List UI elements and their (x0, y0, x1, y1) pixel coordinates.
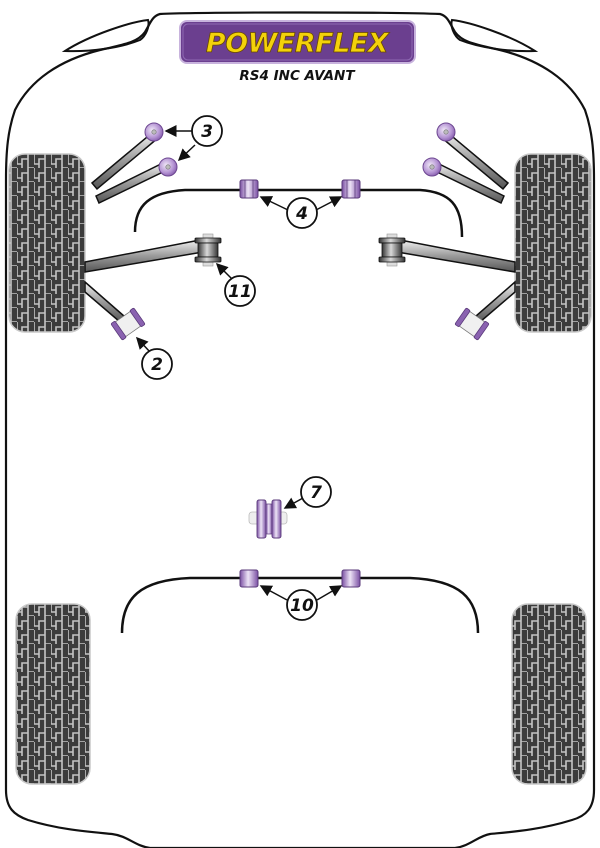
front-right-tyre (514, 153, 592, 333)
bush-4-left[interactable] (239, 179, 259, 199)
bush-7-mount[interactable] (248, 499, 288, 539)
logo-text: POWERFLEX (206, 28, 390, 59)
bush-3-lower-left[interactable] (158, 157, 178, 177)
svg-text:2: 2 (151, 355, 163, 375)
callout-3[interactable]: 3 (164, 115, 223, 162)
rear-right-tyre (511, 603, 587, 785)
bush-11-left[interactable] (194, 233, 222, 267)
bush-4-right[interactable] (341, 179, 361, 199)
callout-2[interactable]: 2 (135, 336, 173, 380)
callout-11[interactable]: 11 (215, 262, 256, 307)
model-title: RS4 INC AVANT (239, 68, 356, 84)
bush-2-left[interactable] (110, 307, 146, 341)
front-left-tyre (8, 153, 86, 333)
left-mirror (61, 18, 150, 53)
callout-10[interactable]: 10 (259, 585, 343, 621)
bush-11-right[interactable] (378, 233, 406, 267)
rear-anti-roll-bar (120, 576, 480, 634)
bush-2-right[interactable] (454, 307, 490, 341)
front-left-lower-arm (84, 239, 204, 273)
powerflex-logo: POWERFLEX (179, 20, 416, 64)
right-mirror (450, 18, 539, 53)
front-right-upper-arms (429, 130, 510, 205)
svg-text:7: 7 (310, 483, 322, 503)
bush-10-left[interactable] (239, 569, 259, 588)
rear-left-tyre (15, 603, 91, 785)
front-right-lower-arm (396, 239, 516, 273)
svg-text:4: 4 (295, 204, 308, 224)
car-body-outline (4, 11, 596, 848)
bush-3-lower-right[interactable] (422, 157, 442, 177)
svg-text:11: 11 (228, 282, 252, 302)
svg-text:3: 3 (201, 122, 213, 142)
front-left-tie-link (84, 280, 125, 324)
callout-4[interactable]: 4 (259, 196, 343, 229)
svg-text:10: 10 (290, 596, 314, 616)
callout-7[interactable]: 7 (283, 476, 332, 509)
front-right-tie-link (475, 280, 516, 324)
front-left-upper-arms (90, 130, 171, 205)
front-anti-roll-bar (133, 188, 464, 238)
bush-10-right[interactable] (341, 569, 361, 588)
bush-3-upper-right[interactable] (436, 122, 456, 142)
bush-3-upper-left[interactable] (144, 122, 164, 142)
